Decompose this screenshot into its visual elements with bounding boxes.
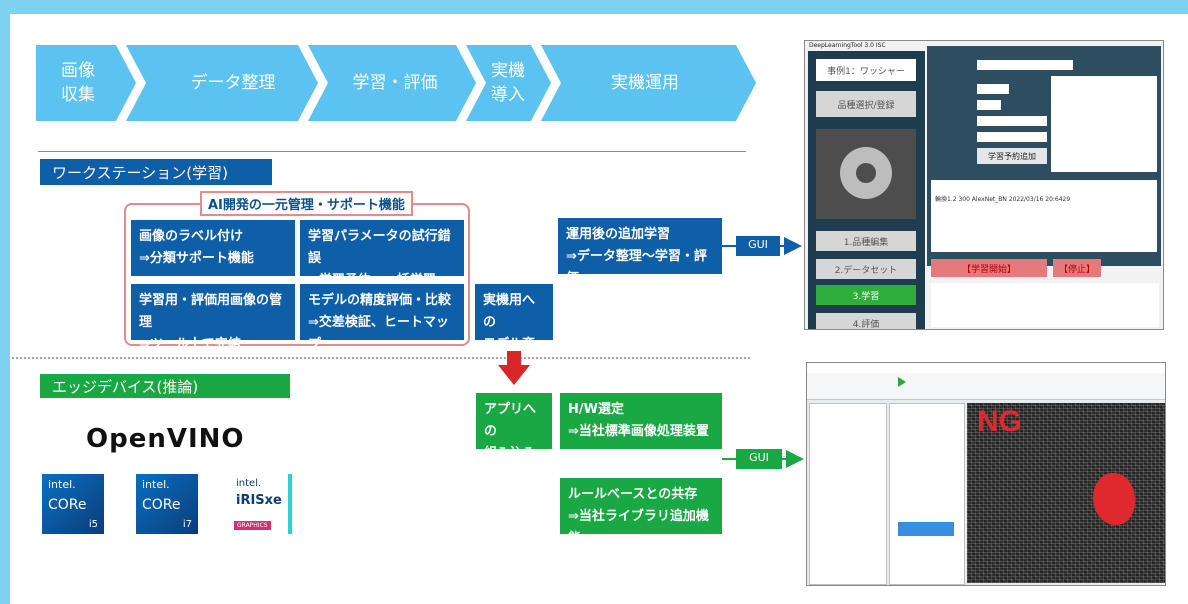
ss1-case-label: 事例1：ワッシャー	[816, 59, 916, 81]
ss1-reserve-button[interactable]: 学習予約追加	[977, 148, 1047, 164]
flow-step-2: データ整理	[190, 73, 276, 93]
left-border	[0, 0, 10, 604]
ss1-epoch-field[interactable]	[977, 84, 1009, 94]
ss2-titlebar	[807, 363, 1165, 373]
ss1-menu-2[interactable]: 2.データセット	[816, 259, 916, 279]
ss1-queue-table: 輪換1.2 300 AlexNet_BN 2022/03/16 20:6429	[931, 180, 1157, 252]
ss1-network-select[interactable]	[977, 116, 1047, 126]
ss2-inspection-image: NG	[967, 403, 1165, 583]
process-flow	[36, 45, 756, 121]
ss1-title: DeepLearningTool 3.0 ISC	[809, 42, 886, 49]
inference-tool-screenshot: NG	[806, 362, 1166, 586]
image-mgmt-box: 学習用・評価用画像の管理⇒ツール上で完結	[131, 284, 295, 352]
ss1-queue-row: 輪換1.2 300 AlexNet_BN 2022/03/16 20:6429	[935, 196, 1071, 203]
intel-core-i5-logo: intel. CORe i5	[42, 474, 104, 534]
ss1-model-select[interactable]	[977, 60, 1073, 70]
gui-arrow-1	[722, 236, 802, 256]
additional-learning-box: 運用後の追加学習⇒データ整理〜学習・評価	[558, 218, 722, 286]
ss1-sidebar: 事例1：ワッシャー 品種選択/登録 1.品種編集 2.データセット 3.学習 4…	[808, 51, 925, 329]
run-icon[interactable]	[897, 377, 907, 387]
gui-label-2: GUI	[749, 451, 769, 464]
down-arrow	[498, 351, 530, 385]
flow-step-3-shape	[308, 45, 476, 121]
gui-arrow-2	[722, 449, 804, 469]
edge-label: エッジデバイス(推論)	[40, 374, 290, 398]
flow-step-1-shape	[36, 45, 136, 121]
hw-box: H/W選定⇒当社標準画像処理装置	[560, 393, 722, 449]
training-tool-screenshot: DeepLearningTool 3.0 ISC 事例1：ワッシャー 品種選択/…	[804, 40, 1164, 330]
gui-label-1: GUI	[748, 238, 768, 251]
ss1-start-button[interactable]: 【学習開始】	[931, 259, 1047, 277]
ss2-defect-heatmap	[1093, 473, 1135, 525]
param-box: 学習パラメータの試行錯誤⇒学習予約、一括学習	[300, 220, 464, 288]
ss1-param-list	[1051, 76, 1157, 172]
ss1-menu-1[interactable]: 1.品種編集	[816, 231, 916, 251]
ss1-fold-field[interactable]	[977, 100, 1001, 110]
ss1-menu-3[interactable]: 3.学習	[816, 285, 916, 305]
flow-step-5-shape	[541, 45, 756, 121]
label-box: 画像のラベル付け⇒分類サポート機能	[131, 220, 295, 276]
flow-step-4: 実機導入	[491, 61, 525, 105]
flow-step-2-shape	[126, 45, 318, 121]
intel-core-i7-logo: intel. CORe i7	[136, 474, 198, 534]
ss1-stop-button[interactable]: 【停止】	[1053, 259, 1101, 277]
ss2-toolbar	[807, 373, 1165, 400]
ss2-ng-label: NG	[977, 405, 1022, 438]
ss1-select-button[interactable]: 品種選択/登録	[816, 91, 916, 117]
flow-step-4-shape	[466, 45, 551, 121]
embed-box: アプリへの組み込み	[476, 393, 552, 461]
ss1-dataset-select[interactable]	[977, 132, 1047, 142]
model-convert-box: 実機用へのモデル変換	[475, 284, 553, 374]
support-title: AI開発の一元管理・サポート機能	[200, 191, 413, 216]
intel-iris-xe-logo: intel. iRISxe GRAPHICS	[230, 474, 292, 534]
divider-top	[38, 151, 746, 152]
eval-box: モデルの精度評価・比較⇒交差検証、ヒートマップ	[300, 284, 464, 352]
washer-hole	[856, 163, 876, 183]
rule-box: ルールベースとの共存⇒当社ライブラリ追加機能	[560, 478, 722, 546]
ss2-selected-item[interactable]	[898, 522, 954, 536]
ss1-settings-panel: 学習予約追加 輪換1.2 300 AlexNet_BN 2022/03/16 2…	[927, 46, 1161, 266]
top-border	[0, 0, 1188, 14]
ss1-menu-4[interactable]: 4.評価	[816, 313, 916, 329]
flow-step-3: 学習・評価	[352, 73, 438, 93]
divider-dotted	[12, 357, 750, 359]
ss2-project-tree	[809, 403, 887, 585]
workstation-label: ワークステーション(学習)	[40, 159, 272, 185]
ss1-washer-image	[816, 129, 916, 219]
openvino-logo: OpenVINO	[86, 424, 245, 454]
flow-step-5: 実機運用	[611, 73, 679, 93]
ss2-tool-list	[889, 403, 965, 585]
flow-step-1: 画像収集	[61, 61, 95, 105]
ss1-history-table	[931, 283, 1159, 327]
